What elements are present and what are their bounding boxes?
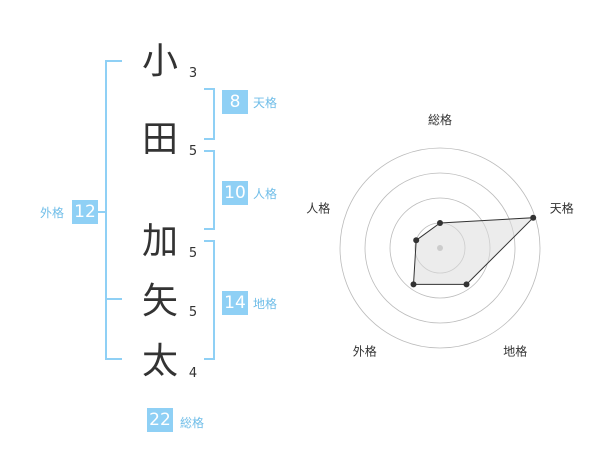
stroke-count-5: 4 — [188, 366, 198, 381]
chikaku-label: 地格 — [253, 297, 278, 311]
radar-point-2 — [530, 214, 537, 221]
tenkaku-label: 天格 — [253, 96, 278, 110]
radar-point-4 — [410, 281, 417, 288]
tenkaku-value: 8 — [222, 90, 248, 114]
radar-axis-label-4: 外格 — [353, 344, 377, 359]
radar-axis-label-1: 総格 — [428, 112, 452, 127]
radar-point-1 — [437, 220, 443, 226]
chikaku-value: 14 — [222, 291, 248, 315]
stroke-count-4: 5 — [188, 305, 198, 320]
soukaku-label: 総格 — [180, 416, 205, 430]
radar-points — [410, 214, 537, 288]
name-char-5: 太 — [141, 341, 178, 382]
radar-ring-4 — [339, 147, 541, 349]
radar-axis-label-3: 地格 — [503, 344, 527, 359]
radar-point-5 — [413, 237, 420, 244]
radar-ring-3 — [364, 172, 516, 324]
name-char-1: 小 — [141, 41, 178, 82]
radar-point-3 — [463, 281, 470, 288]
stroke-count-2: 5 — [188, 144, 198, 159]
name-char-4: 矢 — [141, 281, 178, 322]
name-char-3: 加 — [141, 221, 178, 262]
stroke-count-3: 5 — [188, 246, 198, 261]
gaikaku-value: 12 — [72, 200, 98, 224]
radar-polygon — [412, 217, 535, 285]
stroke-count-1: 3 — [188, 66, 198, 81]
soukaku-value: 22 — [147, 408, 173, 432]
jinkaku-value: 10 — [222, 181, 248, 205]
radar-center-dot — [437, 245, 443, 251]
radar-axis-label-5: 人格 — [306, 200, 330, 215]
radar-axis-label-2: 天格 — [550, 200, 574, 215]
gaikaku-label: 外格 — [40, 206, 65, 220]
jinkaku-label: 人格 — [253, 187, 278, 201]
name-char-2: 田 — [141, 119, 178, 160]
